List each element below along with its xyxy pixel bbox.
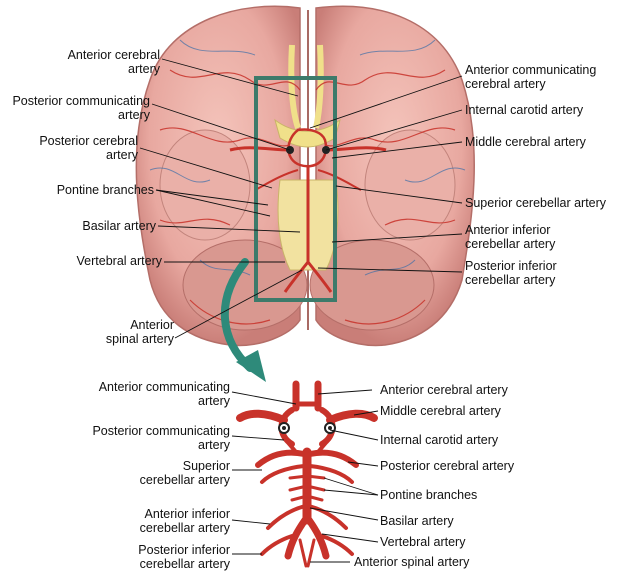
- detail-superior-cerebellar-left: [262, 466, 304, 482]
- label-anterior-spinal-bottom: Anterior spinal artery: [354, 555, 616, 569]
- label-pica-top: Posterior inferior cerebellar artery: [465, 259, 615, 287]
- label-posterior-communicating-bottom: Posterior communicating artery: [60, 424, 230, 452]
- label-middle-cerebral-top: Middle cerebral artery: [465, 135, 615, 149]
- label-anterior-cerebral-top: Anterior cerebral artery: [22, 48, 160, 76]
- detail-posterior-cerebral-left: [258, 453, 304, 465]
- brain-inferior-view: [136, 6, 474, 345]
- detail-posterior-cerebral-right: [310, 453, 356, 465]
- label-pontine-branches-top: Pontine branches: [2, 183, 154, 197]
- label-anterior-communicating-bottom: Anterior communicating artery: [60, 380, 230, 408]
- label-anterior-spinal-top: Anterior spinal artery: [60, 318, 174, 346]
- label-vertebral-top: Vertebral artery: [2, 254, 162, 268]
- label-internal-carotid-top: Internal carotid artery: [465, 103, 615, 117]
- label-anterior-cerebral-bottom: Anterior cerebral artery: [380, 383, 616, 397]
- detail-superior-cerebellar-right: [310, 466, 352, 482]
- label-basilar-bottom: Basilar artery: [380, 514, 616, 528]
- label-pica-bottom: Posterior inferior cerebellar artery: [60, 543, 230, 571]
- label-vertebral-bottom: Vertebral artery: [380, 535, 616, 549]
- label-internal-carotid-bottom: Internal carotid artery: [380, 433, 616, 447]
- label-posterior-communicating-top: Posterior communicating artery: [2, 94, 150, 122]
- label-anterior-communicating-top: Anterior communicating cerebral artery: [465, 63, 615, 91]
- label-aica-bottom: Anterior inferior cerebellar artery: [60, 507, 230, 535]
- label-pontine-branches-bottom: Pontine branches: [380, 488, 616, 502]
- label-superior-cerebellar-top: Superior cerebellar artery: [465, 196, 615, 210]
- label-middle-cerebral-bottom: Middle cerebral artery: [380, 404, 616, 418]
- label-basilar-top: Basilar artery: [2, 219, 156, 233]
- detail-middle-left: [240, 414, 284, 420]
- label-posterior-cerebral-top: Posterior cerebral artery: [2, 134, 138, 162]
- label-superior-cerebellar-bottom: Superior cerebellar artery: [60, 459, 230, 487]
- label-posterior-cerebral-bottom: Posterior cerebral artery: [380, 459, 616, 473]
- detail-middle-right: [330, 414, 374, 420]
- label-aica-top: Anterior inferior cerebellar artery: [465, 223, 615, 251]
